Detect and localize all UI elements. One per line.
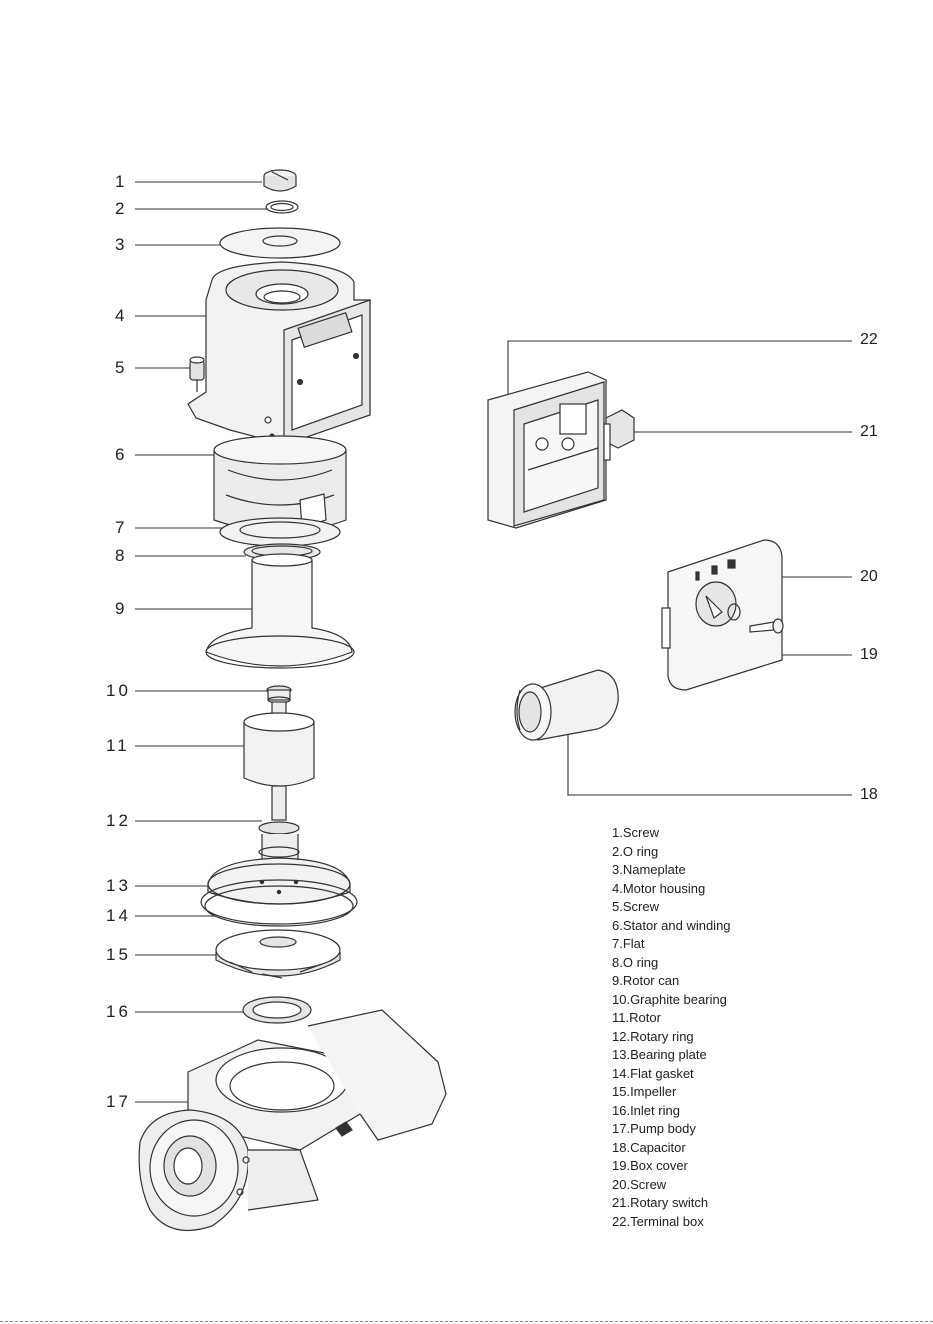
part-rotor-11 [243,701,315,821]
callout-7: 7 [115,518,128,537]
part-rotor-can-9 [205,553,355,669]
callout-2: 2 [115,199,128,218]
callout-21: 21 [860,423,878,440]
part-terminal-box-22 [487,371,607,529]
part-bearing-plate-13 [207,857,351,905]
parts-legend: 1.Screw 2.O ring 3.Nameplate 4.Motor hou… [612,824,731,1231]
part-stator-6 [213,435,347,533]
callout-16: 16 [106,1002,131,1021]
callout-10: 10 [106,681,131,700]
page-bottom-rule [0,1321,933,1322]
callout-4: 4 [115,306,128,325]
legend-item: 9.Rotor can [612,973,680,988]
legend-item: 22.Terminal box [612,1213,704,1229]
callout-14: 14 [106,906,131,925]
legend-item: 13.Bearing plate [612,1047,707,1062]
part-box-cover-19 [661,539,783,691]
callout-15: 15 [106,945,131,964]
callout-3: 3 [115,235,128,254]
part-o-ring-2 [265,200,299,214]
part-graphite-bearing-10 [266,685,292,704]
part-screw-5 [189,356,205,392]
legend-item: 21.Rotary switch [612,1195,709,1210]
callout-1: 1 [115,172,128,191]
legend-item: 16.Inlet ring [612,1102,680,1118]
legend-item: 2.O ring [612,843,659,859]
callout-12: 12 [106,811,131,830]
callout-20: 20 [860,568,878,585]
part-motor-housing-4 [187,261,371,446]
legend-item: 3.Nameplate [612,862,686,877]
part-flat-gasket-14 [200,879,358,927]
callout-9: 9 [115,599,128,618]
part-screw-20 [749,618,784,634]
legend-item: 20.Screw [612,1176,667,1192]
callout-18: 18 [860,786,878,803]
callout-22: 22 [860,331,878,348]
legend-item: 4.Motor housing [612,880,706,896]
legend-item: 17.Pump body [612,1121,696,1136]
callout-17: 17 [106,1092,131,1111]
part-flat-7 [219,517,341,547]
legend-item: 5.Screw [612,899,659,914]
legend-item: 10.Graphite bearing [612,991,727,1007]
part-impeller-15 [215,929,341,979]
legend-item: 7.Flat [612,936,645,951]
legend-item: 6.Stator and winding [612,917,731,933]
legend-item: 18.Capacitor [612,1139,686,1155]
callout-8: 8 [115,546,128,565]
part-inlet-ring-16 [242,996,312,1024]
legend-item: 15.Impeller [612,1084,677,1099]
part-rotary-switch-21 [603,409,635,461]
legend-item: 11.Rotor [612,1010,661,1025]
legend-item: 8.O ring [612,954,659,970]
callout-6: 6 [115,445,128,464]
legend-item: 1.Screw [612,825,659,840]
part-nameplate-3 [219,227,341,259]
part-screw-1 [263,169,297,192]
part-pump-body-17 [138,1009,447,1232]
legend-item: 19.Box cover [612,1158,688,1173]
legend-item: 12.Rotary ring [612,1028,694,1044]
part-capacitor-18 [514,669,619,741]
callout-5: 5 [115,358,128,377]
callout-19: 19 [860,646,878,663]
callout-11: 11 [106,736,130,755]
callout-13: 13 [106,876,131,895]
legend-item: 14.Flat gasket [612,1065,694,1081]
